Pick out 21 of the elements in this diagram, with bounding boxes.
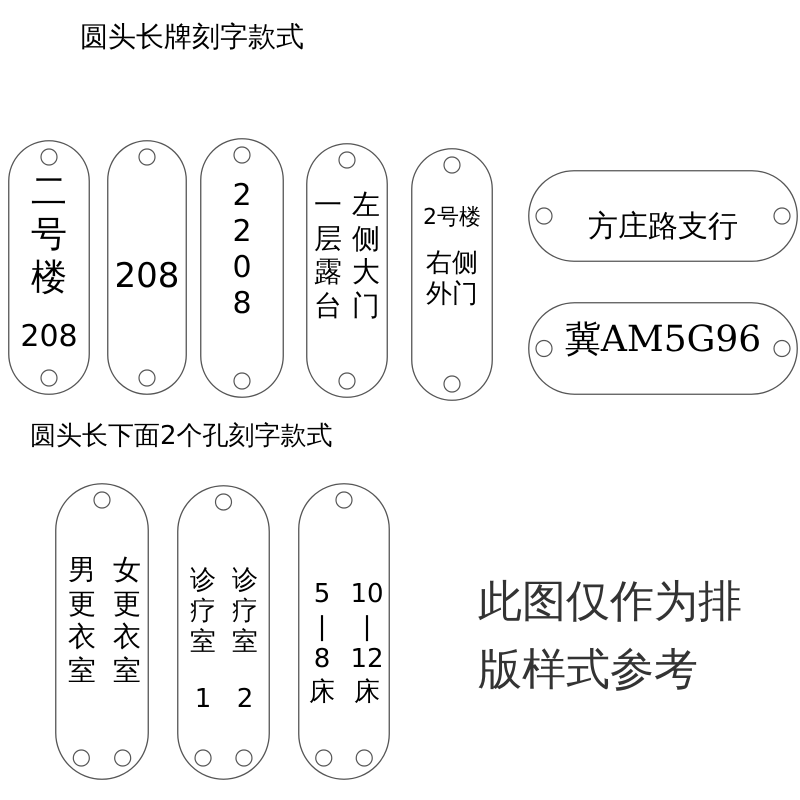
title: 圆头长牌刻字款式 (80, 19, 304, 55)
engraved-text: 208 (114, 258, 180, 296)
engraved-text: 右侧外门 (426, 248, 478, 310)
engraved-text: 男更衣室 (68, 553, 96, 688)
engraved-text: 左侧大门 (352, 188, 380, 322)
engraved-text: 女更衣室 (113, 553, 141, 688)
engraved-text: 一层露台 (314, 188, 342, 322)
engraved-text: 冀AM5G96 (564, 320, 762, 360)
engraved-text: 5 | 8 床 (309, 578, 335, 708)
engraved-text: 2208 (231, 178, 253, 322)
engraved-text: 诊疗室 (232, 565, 258, 659)
engraved-text: 二号楼 (31, 170, 67, 300)
engraved-text: 208 (20, 320, 78, 353)
engraved-text: 方庄路支行 (588, 210, 738, 243)
note: 此图仅作为排版样式参考 (478, 575, 743, 698)
engraved-text: 诊疗室 (190, 565, 216, 659)
engraved-text: 2 (236, 685, 254, 714)
engraved-text: 10 | 12 床 (350, 578, 384, 708)
subtitle: 圆头长下面2个孔刻字款式 (30, 420, 333, 453)
engraved-text: 1 (194, 685, 212, 714)
engraved-text: 2号楼 (423, 206, 481, 230)
